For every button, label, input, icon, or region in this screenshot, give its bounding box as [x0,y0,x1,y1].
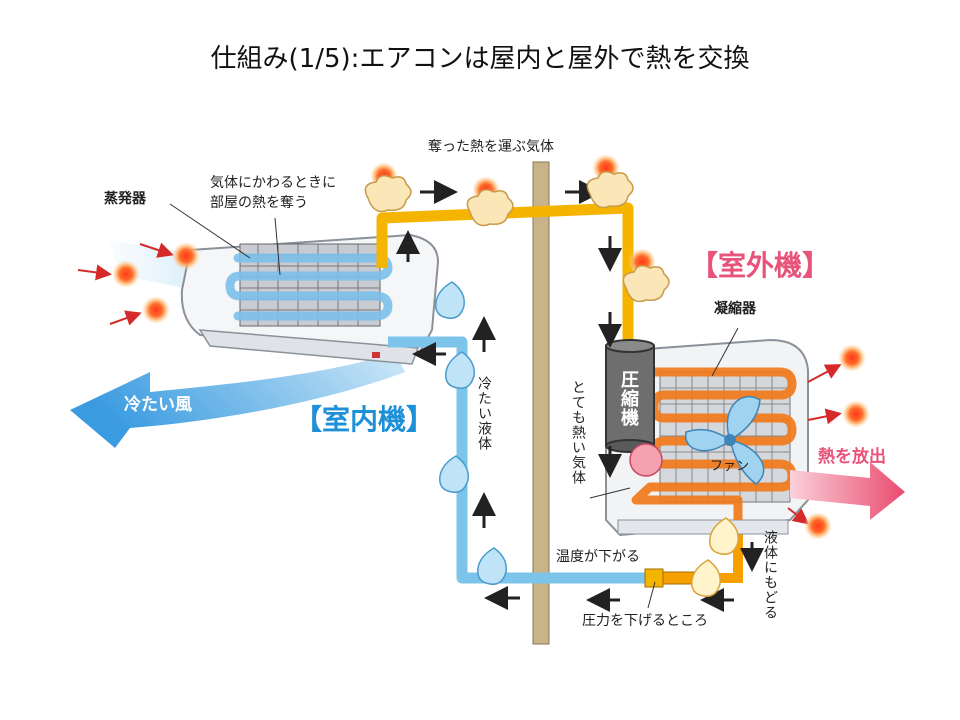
gas-characters [364,171,670,303]
leader-line [589,487,631,499]
heat-particle [842,400,870,428]
evaporator-label: 蒸発器 [104,191,146,207]
absorb-heat-label-line2: 部屋の熱を奪う [210,195,308,211]
heat-release-arrow-small [807,408,842,425]
warm-liquid-character [709,517,739,555]
liquid-characters [435,281,507,585]
condenser-coil [631,367,797,520]
leader-line [647,581,656,609]
heat-release-arrow-small [807,364,842,383]
evaporator-coil [225,253,393,321]
hot-gas-character [629,443,663,477]
slide-title: 仕組み(1/5):エアコンは屋内と屋外で熱を交換 [210,44,750,74]
liquid-character [435,281,465,319]
heat-intake-arrow [139,242,174,258]
compressor [605,339,655,453]
liquid-character [477,547,507,585]
heat-intake-arrow [109,310,142,326]
leader-line [274,217,281,276]
warm-liquid-character [691,559,721,597]
pressure-drop-label: 圧力を下げるところ [582,613,708,629]
very-hot-gas-label: とても熱い気体 [570,380,586,485]
wall-pole [532,161,550,645]
gas-character [622,265,670,303]
absorb-heat-label-line1: 気体にかわるときに [210,175,336,191]
release-heat-label: 熱を放出 [818,447,886,467]
gas-carrying-heat-label: 奪った熱を運ぶ気体 [428,139,554,155]
gas-character [466,189,514,227]
fan-label: ファン [710,459,750,474]
liquid-character [439,455,469,493]
indoor-unit-title: 【室内機】 [294,403,435,436]
leader-line [711,327,739,377]
heat-particle [172,242,200,270]
temp-drops-label: 温度が下がる [556,549,640,565]
gas-character [586,171,634,209]
outdoor-unit-title: 【室外機】 [690,249,831,282]
gas-character [364,175,412,213]
heat-particle [112,260,140,288]
heat-particle [142,296,170,324]
cold-wind-arrow [70,352,405,448]
compressor-label: 圧縮機 [618,370,639,427]
heat-particle [804,512,832,540]
condenser-label: 凝縮器 [714,301,756,317]
warm-liquid-characters [691,517,739,597]
leader-line [169,203,251,259]
cold-air-label: 冷たい風 [124,395,192,415]
fan [685,395,765,485]
heat-release-arrow [790,462,905,520]
heat-intake-arrow [77,264,112,281]
heat-particle [838,344,866,372]
heat-release-arrow-small [787,507,810,525]
back-to-liquid-label: 液体にもどる [762,530,778,620]
cold-liquid-label: 冷たい液体 [476,376,492,451]
liquid-character [445,351,475,389]
